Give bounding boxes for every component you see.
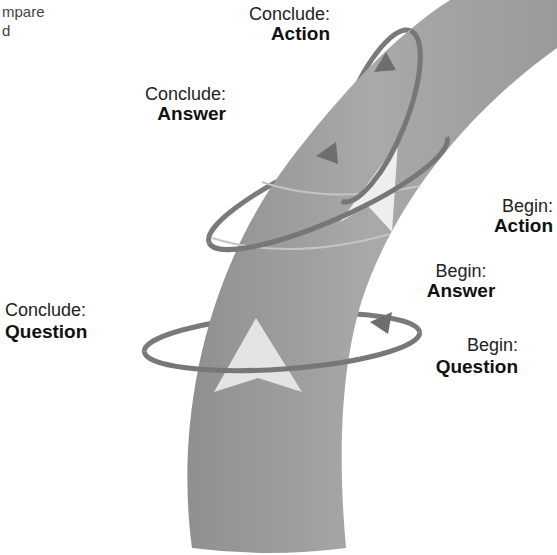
stage-name: Action — [214, 23, 330, 44]
ring-front — [144, 31, 459, 379]
stage-step: Begin: — [398, 335, 518, 355]
stage-name: Question — [5, 321, 135, 342]
chevron-lower — [214, 318, 302, 392]
stage-step: Begin: — [400, 261, 522, 281]
stage-step: Begin: — [440, 196, 553, 216]
stage-step: Conclude: — [214, 4, 330, 24]
stage-name: Answer — [100, 103, 226, 124]
stage-step: Conclude: — [5, 300, 135, 320]
page-text-fragment: d — [2, 21, 72, 40]
stage-step: Conclude: — [100, 84, 226, 104]
ring-arrowheads — [316, 52, 396, 334]
stage-name: Question — [398, 356, 518, 377]
curved-band — [187, 0, 557, 553]
stage-name: Action — [440, 215, 553, 236]
page-text-fragment: mpare — [2, 2, 72, 21]
stage-name: Answer — [400, 280, 522, 301]
